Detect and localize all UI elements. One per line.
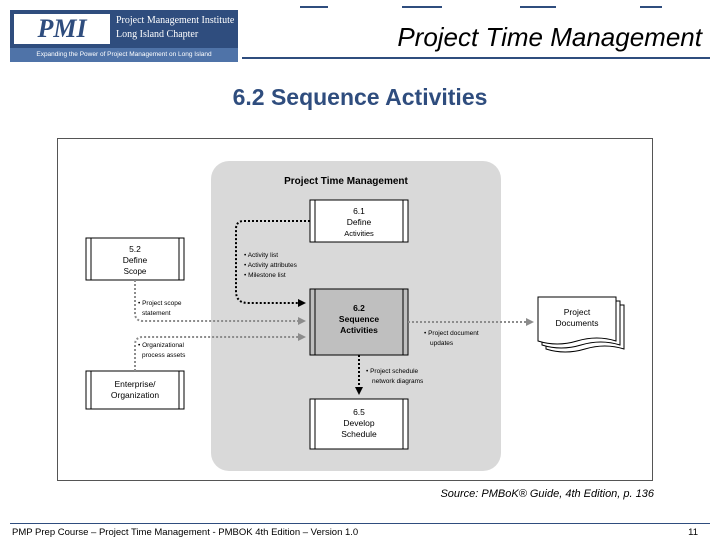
flow-label-doc-updates: • Project document updates — [424, 330, 479, 347]
node-enterprise-organization: Enterprise/ Organization — [85, 370, 185, 410]
node-label: Organization — [111, 390, 159, 400]
logo-line-2: Long Island Chapter — [116, 29, 199, 40]
source-citation: Source: PMBoK® Guide, 4th Edition, p. 13… — [440, 488, 654, 500]
node-label: Enterprise/ — [114, 379, 156, 389]
node-number: 6.2 — [353, 303, 365, 313]
node-project-documents: Project Documents — [537, 296, 625, 353]
panel-title: Project Time Management — [284, 176, 408, 187]
flow-label-line: process assets — [142, 352, 186, 359]
node-define-scope: 5.2 Define Scope — [85, 237, 185, 281]
node-number: 6.1 — [353, 206, 365, 216]
node-number: 6.5 — [353, 407, 365, 417]
flow-label-line: statement — [142, 310, 171, 317]
header-divider — [242, 57, 710, 59]
flow-label-line: • Organizational — [138, 342, 185, 349]
flow-arrow-activity-outputs — [235, 220, 310, 307]
slide-header-title: Project Time Management — [397, 22, 702, 52]
process-diagram: Project Time Management 6.1 Define Activ… — [57, 138, 653, 481]
node-label: Documents — [556, 318, 599, 328]
node-label: Scope — [124, 267, 147, 276]
footer-text: PMP Prep Course – Project Time Managemen… — [12, 527, 359, 538]
node-develop-schedule: 6.5 Develop Schedule — [309, 398, 409, 450]
header-dash — [520, 6, 556, 8]
node-sequence-activities: 6.2 Sequence Activities — [309, 288, 409, 356]
logo-line-1: Project Management Institute — [116, 15, 235, 26]
flow-label-line: updates — [430, 340, 454, 347]
process-diagram-svg: Project Time Management 6.1 Define Activ… — [85, 161, 625, 471]
footer-divider — [10, 523, 710, 524]
node-label: Define — [347, 217, 372, 227]
flow-label-line: • Project scope — [138, 300, 182, 307]
flow-label-line: • Milestone list — [244, 272, 286, 279]
flow-label-line: network diagrams — [372, 378, 424, 385]
header-dash — [300, 6, 328, 8]
page-number: 11 — [688, 527, 698, 538]
pmi-logo-mark: PMI — [14, 14, 110, 44]
flow-arrow-org-assets — [134, 333, 306, 371]
header-dash — [402, 6, 442, 8]
node-label: Schedule — [341, 429, 377, 439]
logo-tagline: Expanding the Power of Project Managemen… — [10, 48, 238, 62]
node-label: Define — [123, 255, 148, 265]
section-title: 6.2 Sequence Activities — [232, 84, 488, 110]
node-label: Project — [564, 307, 591, 317]
flow-label-org-assets: • Organizational process assets — [138, 342, 186, 359]
node-label: Develop — [343, 418, 374, 428]
flow-label-line: • Activity attributes — [244, 262, 298, 269]
flow-arrow-scope-statement — [134, 280, 306, 325]
header-dash — [640, 6, 662, 8]
node-label: Activities — [344, 229, 374, 238]
flow-label-line: • Activity list — [244, 252, 278, 259]
node-label: Activities — [340, 325, 378, 335]
flow-label-network-diagrams: • Project schedule network diagrams — [366, 368, 424, 385]
flow-label-line: • Project document — [424, 330, 479, 337]
flow-label-line: • Project schedule — [366, 368, 419, 375]
node-define-activities: 6.1 Define Activities — [309, 199, 409, 243]
node-number: 5.2 — [129, 244, 141, 254]
node-label: Sequence — [339, 314, 379, 324]
flow-label-scope-statement: • Project scope statement — [138, 300, 182, 317]
flow-label-activity-outputs: • Activity list • Activity attributes • … — [244, 252, 298, 279]
pmi-logo: PMI Project Management Institute Long Is… — [10, 10, 238, 62]
